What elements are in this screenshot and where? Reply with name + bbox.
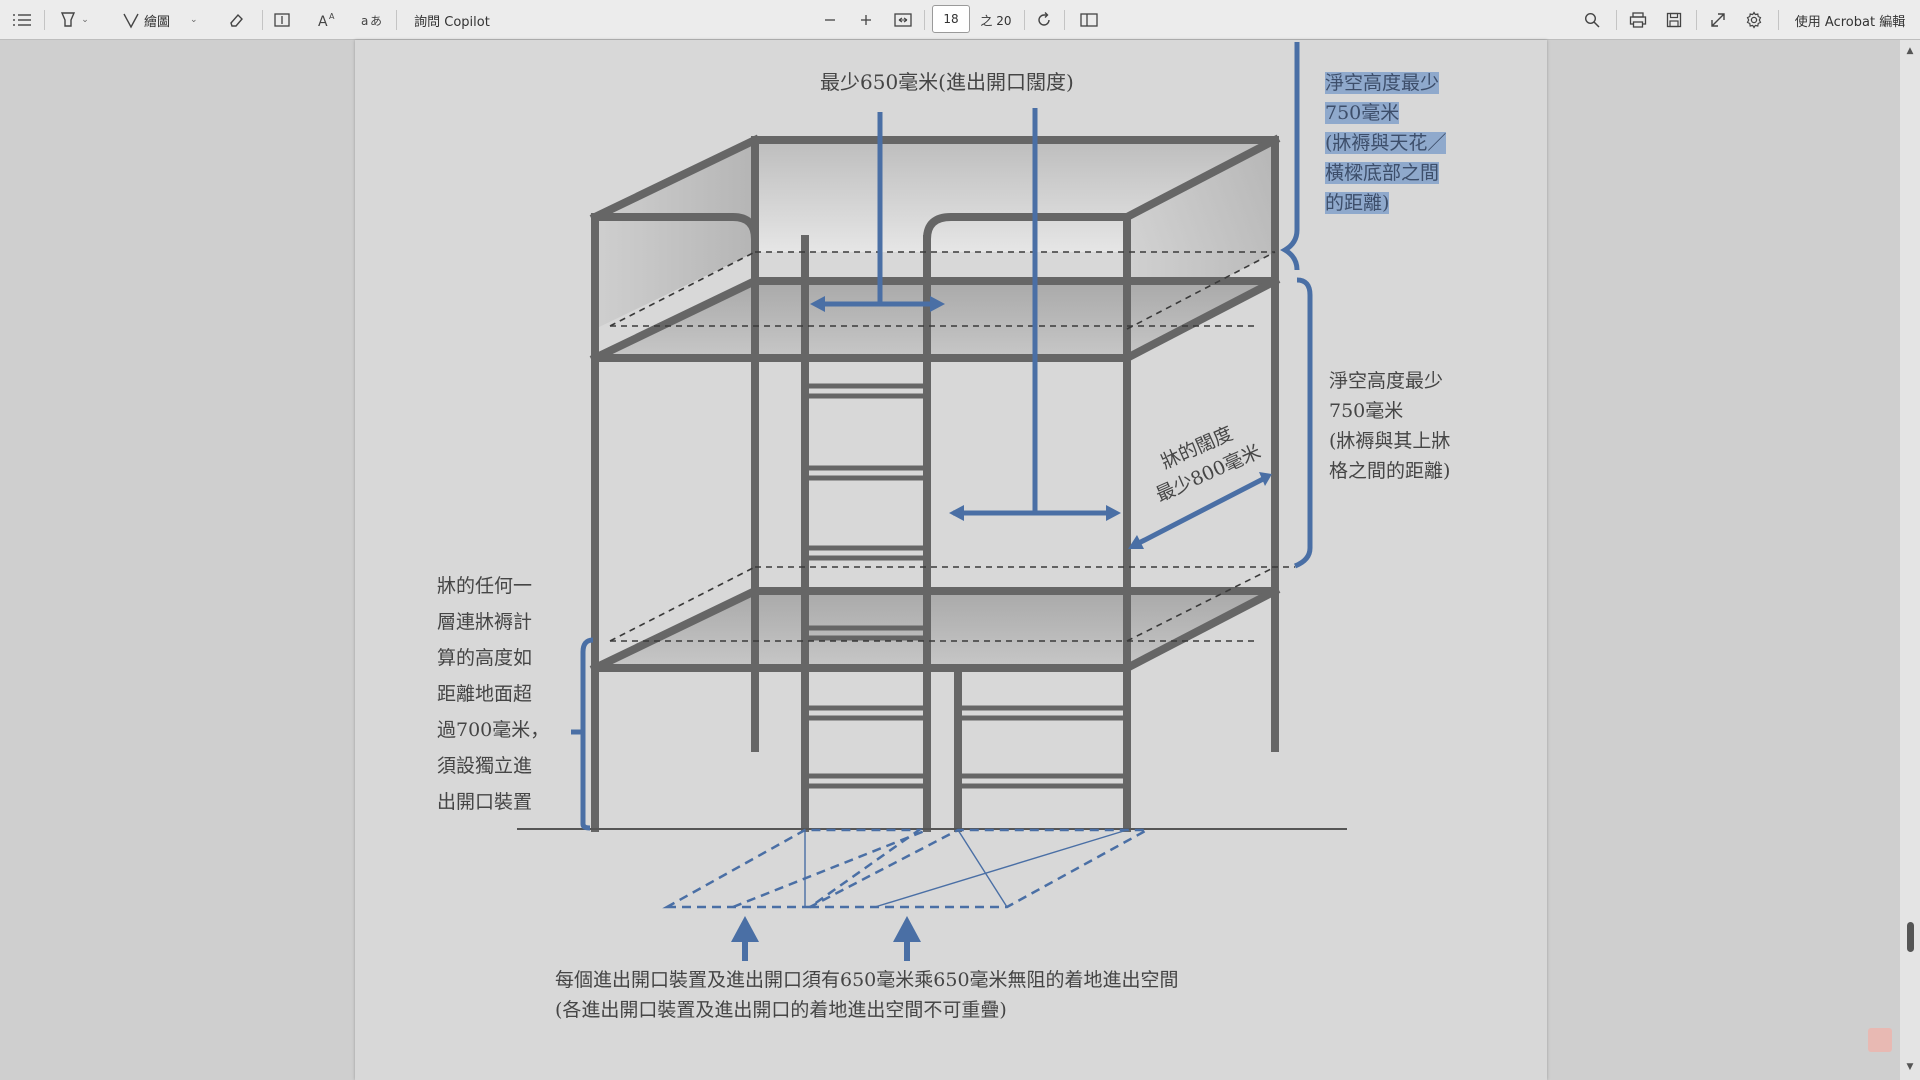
- toolbar-divider: [1024, 10, 1025, 30]
- page-total: 之 20: [978, 8, 1014, 32]
- scroll-up-icon[interactable]: ▲: [1906, 46, 1914, 56]
- scroll-down-icon[interactable]: ▼: [1906, 1062, 1914, 1072]
- height-rule-line: 距離地面超: [437, 683, 533, 705]
- draw-icon: [122, 11, 140, 29]
- copilot-button[interactable]: 詢問 Copilot: [408, 8, 492, 32]
- copilot-label: 詢問 Copilot: [414, 14, 490, 30]
- toolbar-divider: [44, 10, 45, 30]
- text-box-icon[interactable]: [270, 8, 294, 32]
- fit-page-icon[interactable]: [890, 8, 916, 32]
- ceiling-clearance-label: 淨空高度最少 750毫米 (牀褥與天花／ 橫樑底部之間 的距離): [1325, 68, 1447, 218]
- highlight-icon: [59, 11, 77, 29]
- bed-clearance-line: 750毫米: [1329, 400, 1404, 422]
- search-icon[interactable]: [1580, 8, 1604, 32]
- highlight-button[interactable]: ⌄: [54, 8, 94, 32]
- svg-text:あ: あ: [370, 14, 381, 28]
- ceiling-clearance-line: 750毫米: [1325, 102, 1400, 124]
- svg-text:a: a: [361, 14, 368, 28]
- height-rule-line: 算的高度如: [437, 647, 533, 669]
- scrollbar-thumb[interactable]: [1907, 922, 1914, 952]
- acrobat-logo-icon[interactable]: [1868, 1028, 1892, 1052]
- ceiling-clearance-line: 的距離): [1325, 192, 1390, 214]
- toolbar-divider: [1616, 10, 1617, 30]
- zoom-in-icon[interactable]: [854, 8, 878, 32]
- toolbar-divider: [1778, 10, 1779, 30]
- height-rule-label: 牀的任何一 層連牀褥計 算的高度如 距離地面超 過700毫米， 須設獨立進 出開…: [437, 568, 549, 820]
- upper-deck: [595, 281, 1275, 358]
- toolbar-divider: [1696, 10, 1697, 30]
- height-rule-line: 牀的任何一: [437, 575, 533, 597]
- rotate-icon[interactable]: [1032, 8, 1056, 32]
- toolbar-divider: [396, 10, 397, 30]
- ceiling-clearance-line: 橫樑底部之間: [1325, 162, 1440, 184]
- save-icon[interactable]: [1662, 8, 1686, 32]
- page-number-input[interactable]: [932, 5, 970, 33]
- svg-text:A: A: [318, 14, 328, 29]
- draw-label: 繪圖: [144, 14, 171, 30]
- eraser-icon[interactable]: [224, 8, 248, 32]
- floor-space-caption: 每個進出開口裝置及進出開口須有650毫米乘650毫米無阻的着地進出空間 (各進出…: [555, 965, 1179, 1025]
- left-side-panel: [595, 140, 755, 329]
- svg-text:A: A: [329, 12, 335, 21]
- chevron-down-icon: ⌄: [81, 15, 89, 25]
- toolbar: ⌄ 繪圖 ⌄ AA aあ 詢問 Copilot 之 20: [0, 0, 1920, 40]
- acrobat-edit-label: 使用 Acrobat 編輯: [1794, 14, 1906, 30]
- bed-clearance-line: 格之間的距離): [1329, 460, 1451, 482]
- bunk-bed-diagram: [517, 42, 1347, 961]
- chevron-down-icon: ⌄: [190, 15, 198, 25]
- access-opening-width-label: 最少650毫米(進出開口闊度): [820, 70, 1074, 94]
- print-icon[interactable]: [1626, 8, 1650, 32]
- floor-space-caption-line1: 每個進出開口裝置及進出開口須有650毫米乘650毫米無阻的着地進出空間: [555, 969, 1179, 991]
- height-rule-line: 過700毫米，: [437, 719, 550, 741]
- bed-clearance-label: 淨空高度最少 750毫米 (牀褥與其上牀 格之間的距離): [1329, 366, 1450, 486]
- floor-space-caption-line2: (各進出開口裝置及進出開口的着地進出空間不可重疊): [555, 999, 1007, 1021]
- zoom-out-icon[interactable]: [818, 8, 842, 32]
- page-view-icon[interactable]: [1077, 8, 1101, 32]
- bed-clearance-line: (牀褥與其上牀: [1329, 430, 1451, 452]
- toolbar-divider: [924, 10, 925, 30]
- draw-button[interactable]: 繪圖 ⌄: [122, 8, 202, 32]
- ceiling-clearance-line: 淨空高度最少: [1325, 72, 1440, 94]
- bed-clearance-line: 淨空高度最少: [1329, 370, 1444, 392]
- lower-deck: [595, 591, 1275, 668]
- height-rule-line: 層連牀褥計: [437, 611, 533, 633]
- acrobat-edit-button[interactable]: 使用 Acrobat 編輯: [1788, 8, 1912, 32]
- gear-icon[interactable]: [1742, 8, 1766, 32]
- expand-icon[interactable]: [1706, 8, 1730, 32]
- vertical-scrollbar[interactable]: ▲ ▼: [1900, 40, 1920, 1080]
- height-rule-line: 須設獨立進: [437, 755, 533, 777]
- ceiling-clearance-line: (牀褥與天花／: [1325, 132, 1447, 154]
- page-total-label: 之 20: [980, 13, 1012, 28]
- document-page: 最少650毫米(進出開口闊度) 淨空高度最少 750毫米 (牀褥與天花／ 橫樑底…: [355, 40, 1547, 1080]
- toolbar-divider: [1064, 10, 1065, 30]
- height-rule-line: 出開口裝置: [437, 791, 533, 813]
- list-icon[interactable]: [10, 8, 34, 32]
- toolbar-divider: [262, 10, 263, 30]
